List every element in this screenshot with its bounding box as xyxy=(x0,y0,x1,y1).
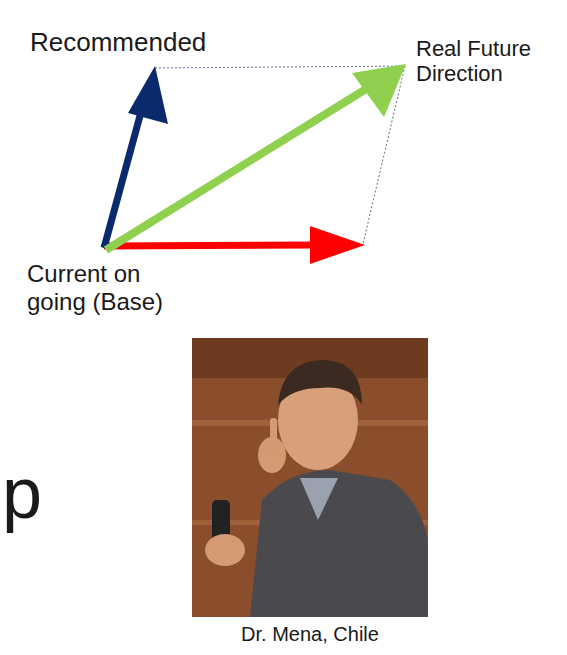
recommended-arrowhead xyxy=(128,66,168,124)
heading-fragment: p xyxy=(2,452,82,535)
future-arrow xyxy=(106,89,366,250)
future-arrowhead xyxy=(352,64,406,117)
vector-label: Real Future Direction xyxy=(416,36,561,87)
photo-caption: Dr. Mena, Chile xyxy=(180,623,440,646)
dotted-guide xyxy=(155,66,405,68)
base-arrow xyxy=(104,245,318,246)
vector-label: Recommended xyxy=(30,28,290,58)
vector-label: Current on going (Base) xyxy=(27,260,202,315)
base-arrowhead xyxy=(310,226,365,264)
speaker-photo xyxy=(192,338,428,617)
